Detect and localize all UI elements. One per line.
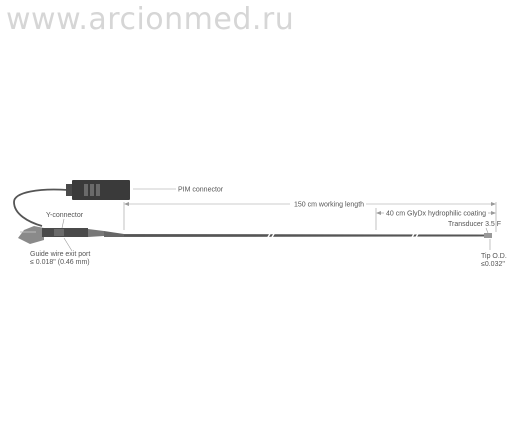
guide-wire-label: Guide wire exit port bbox=[30, 251, 90, 258]
working-length-dimension bbox=[123, 202, 497, 232]
tip-od-size: ≤0.032" bbox=[481, 261, 505, 268]
y-connector bbox=[18, 226, 104, 244]
pim-connector-label: PIM connector bbox=[178, 187, 224, 194]
watermark-text: www.arcionmed.ru bbox=[6, 2, 295, 37]
pim-connector bbox=[66, 180, 130, 200]
guide-wire-leader bbox=[63, 237, 73, 252]
break-mark bbox=[266, 231, 420, 240]
y-connector-label: Y-connector bbox=[46, 212, 84, 219]
y-connector-leader bbox=[61, 218, 65, 229]
transducer-leader bbox=[485, 227, 489, 234]
working-length-label: 150 cm working length bbox=[294, 202, 364, 209]
coating-label: 40 cm GlyDx hydrophilic coating bbox=[386, 211, 486, 218]
guide-wire-size: ≤ 0.018" (0.46 mm) bbox=[30, 259, 90, 266]
coating-dimension bbox=[375, 208, 496, 230]
tip-od-label: Tip O.D. bbox=[481, 253, 507, 260]
cable bbox=[13, 188, 69, 227]
catheter-tip bbox=[484, 233, 492, 238]
transducer-label: Transducer 3.5 F bbox=[448, 221, 501, 228]
